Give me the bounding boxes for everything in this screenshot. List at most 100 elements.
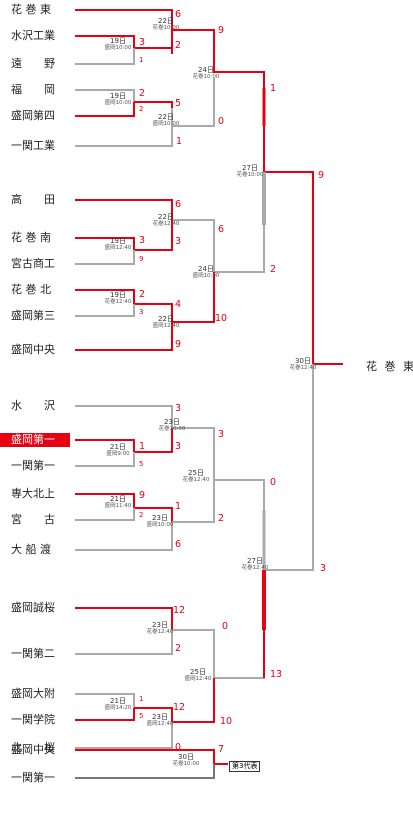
match-venue: 花巻12:40 bbox=[241, 565, 269, 571]
bracket-line-30 bbox=[172, 480, 215, 523]
score: 9 bbox=[218, 25, 225, 36]
match-date: 19日花巻12:40 bbox=[104, 292, 132, 306]
bracket-line-38 bbox=[134, 707, 173, 722]
score: 10 bbox=[220, 716, 233, 727]
score: 9 bbox=[139, 490, 146, 501]
team-name: 一関学院 bbox=[11, 713, 55, 726]
score: 1 bbox=[139, 56, 144, 64]
team-name: 花 巻 北 bbox=[11, 283, 51, 296]
score: 0 bbox=[218, 116, 225, 127]
match-venue: 盛岡9:00 bbox=[106, 451, 130, 457]
score: 9 bbox=[139, 255, 144, 263]
score: 2 bbox=[175, 643, 182, 654]
team-name: 一関第一 bbox=[11, 771, 55, 784]
match-day: 19日 bbox=[110, 92, 126, 100]
match-venue: 盛岡10:00 bbox=[104, 45, 132, 51]
score: 6 bbox=[175, 199, 182, 210]
match-venue: 花巻12:40 bbox=[146, 629, 174, 635]
score: 3 bbox=[139, 37, 146, 48]
match-day: 19日 bbox=[110, 237, 126, 245]
score: 3 bbox=[320, 563, 327, 574]
match-venue: 花巻12:40 bbox=[152, 221, 180, 227]
bracket-line-22 bbox=[264, 364, 314, 571]
bracket-line-41 bbox=[75, 722, 173, 749]
match-day: 22日 bbox=[158, 113, 174, 121]
team-name: 花 巻 東 bbox=[11, 3, 51, 16]
bracket-line-31 bbox=[75, 522, 173, 551]
match-day: 22日 bbox=[158, 315, 174, 323]
bracket-line-3 bbox=[75, 48, 135, 65]
score: 1 bbox=[139, 441, 146, 452]
team-name: 盛岡誠桜 bbox=[11, 601, 55, 614]
match-venue: 盛岡10:00 bbox=[192, 273, 220, 279]
match-date: 22日花巻10:00 bbox=[152, 18, 180, 32]
team-name: 福 岡 bbox=[11, 83, 55, 96]
match-date: 23日花巻10:00 bbox=[158, 419, 186, 433]
score: 2 bbox=[218, 513, 225, 524]
score: 6 bbox=[218, 224, 225, 235]
bracket-line-29 bbox=[75, 508, 135, 521]
team-name: 北 桜 bbox=[11, 741, 55, 754]
match-day: 27日 bbox=[247, 557, 263, 565]
match-date: 19日盛岡12:40 bbox=[104, 238, 132, 252]
bracket-line-23 bbox=[75, 405, 173, 428]
score: 1 bbox=[270, 83, 277, 94]
score: 1 bbox=[139, 695, 144, 703]
score: 1 bbox=[176, 136, 183, 147]
score: 2 bbox=[270, 264, 277, 275]
bracket-line-20 bbox=[75, 322, 173, 351]
match-venue: 花巻10:00 bbox=[158, 426, 186, 432]
match-day: 23日 bbox=[152, 514, 168, 522]
bracket-line-16 bbox=[75, 289, 135, 304]
match-date: 23日盛岡12:40 bbox=[146, 714, 174, 728]
bracket-line-43 bbox=[75, 749, 228, 765]
match-day: 21日 bbox=[110, 697, 126, 705]
score: 0 bbox=[222, 621, 229, 632]
match-date: 24日花巻10:00 bbox=[192, 67, 220, 81]
match-day: 24日 bbox=[198, 265, 214, 273]
match-venue: 花巻12:40 bbox=[289, 365, 317, 371]
match-venue: 盛岡12:40 bbox=[104, 245, 132, 251]
match-date: 25日花巻12:40 bbox=[182, 470, 210, 484]
match-date: 22日盛岡10:00 bbox=[152, 114, 180, 128]
match-date: 21日盛岡11:40 bbox=[104, 496, 132, 510]
match-day: 25日 bbox=[190, 668, 206, 676]
bracket-line-5 bbox=[134, 101, 173, 108]
match-date: 21日盛岡14:20 bbox=[104, 698, 132, 712]
team-name: 花 巻 南 bbox=[11, 231, 51, 244]
team-name: 盛岡第一 bbox=[0, 433, 70, 447]
bracket-line-39 bbox=[75, 708, 135, 721]
team-name: 水 沢 bbox=[11, 399, 55, 412]
match-venue: 花巻10:00 bbox=[152, 25, 180, 31]
bracket-line-7 bbox=[171, 78, 215, 127]
bracket-line-10 bbox=[263, 126, 314, 180]
score: 9 bbox=[175, 339, 182, 350]
match-day: 23日 bbox=[152, 713, 168, 721]
match-venue: 盛岡12:40 bbox=[152, 323, 180, 329]
bracket-line-18 bbox=[75, 304, 135, 317]
bracket-line-17 bbox=[134, 303, 173, 322]
match-venue: 盛岡12:40 bbox=[146, 721, 174, 727]
match-day: 22日 bbox=[158, 17, 174, 25]
match-date: 22日盛岡12:40 bbox=[152, 316, 180, 330]
match-date: 19日盛岡10:00 bbox=[104, 38, 132, 52]
match-day: 30日 bbox=[178, 753, 194, 761]
score: 2 bbox=[139, 88, 146, 99]
bracket-line-21 bbox=[312, 180, 343, 365]
bracket-line-37 bbox=[75, 693, 135, 708]
match-day: 21日 bbox=[110, 443, 126, 451]
match-venue: 花巻12:40 bbox=[182, 477, 210, 483]
match-venue: 盛岡12:40 bbox=[184, 676, 212, 682]
match-date: 19日盛岡10:00 bbox=[104, 93, 132, 107]
match-date: 21日盛岡9:00 bbox=[104, 444, 132, 458]
team-name: 盛岡中央 bbox=[11, 743, 55, 756]
score: 5 bbox=[175, 98, 182, 109]
match-venue: 花巻10:00 bbox=[172, 761, 200, 767]
match-venue: 盛岡11:40 bbox=[104, 503, 132, 509]
match-day: 23日 bbox=[152, 621, 168, 629]
match-venue: 盛岡10:00 bbox=[146, 522, 174, 528]
match-date: 23日盛岡10:00 bbox=[146, 515, 174, 529]
team-name: 一関工業 bbox=[11, 139, 55, 152]
score: 13 bbox=[270, 669, 283, 680]
